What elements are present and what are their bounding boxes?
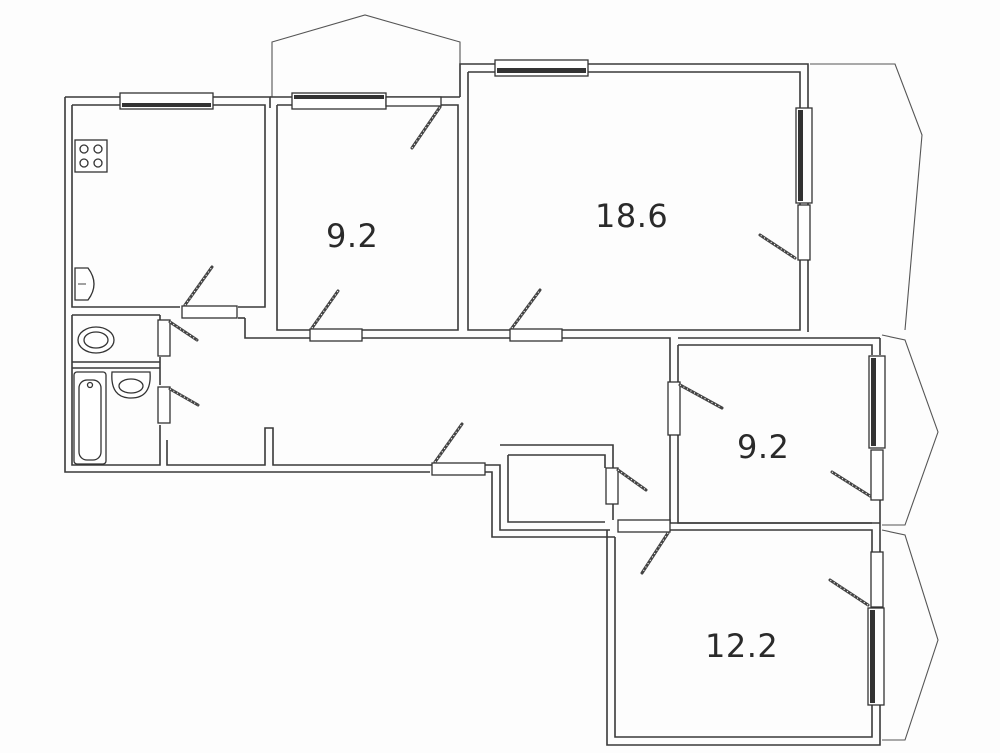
balcony-right-1 [810, 63, 923, 331]
balcony-top [271, 14, 461, 97]
window [870, 551, 884, 608]
room-area-label: 18.6 [595, 197, 669, 235]
toilet-icon [77, 326, 115, 354]
door [830, 470, 872, 498]
window [291, 92, 387, 110]
room-area-label: 9.2 [737, 428, 790, 466]
door [157, 386, 200, 424]
door [828, 578, 870, 607]
door [181, 265, 238, 319]
washbasin-icon [111, 371, 151, 399]
stove-icon [74, 139, 108, 173]
windows [119, 59, 886, 706]
door [309, 289, 363, 342]
door [410, 105, 442, 150]
balcony-right-3 [881, 529, 939, 741]
bathtub-icon [73, 371, 107, 465]
balconies [271, 14, 939, 741]
window [119, 92, 214, 110]
window [385, 96, 442, 107]
door [157, 319, 199, 357]
kitchen-sink-icon [74, 267, 95, 301]
door [605, 467, 648, 505]
walls [64, 63, 881, 746]
room-area-label: 12.2 [705, 627, 779, 665]
door [667, 381, 724, 436]
doors [157, 105, 872, 607]
door [431, 422, 486, 476]
window [867, 607, 885, 706]
window [795, 107, 813, 204]
door [509, 288, 563, 342]
door [758, 233, 797, 260]
room-area-label: 9.2 [326, 217, 379, 255]
door [617, 519, 671, 575]
window [870, 449, 884, 501]
window [797, 204, 811, 261]
balcony-right-2 [881, 334, 939, 526]
window [494, 59, 589, 77]
window [868, 355, 886, 449]
